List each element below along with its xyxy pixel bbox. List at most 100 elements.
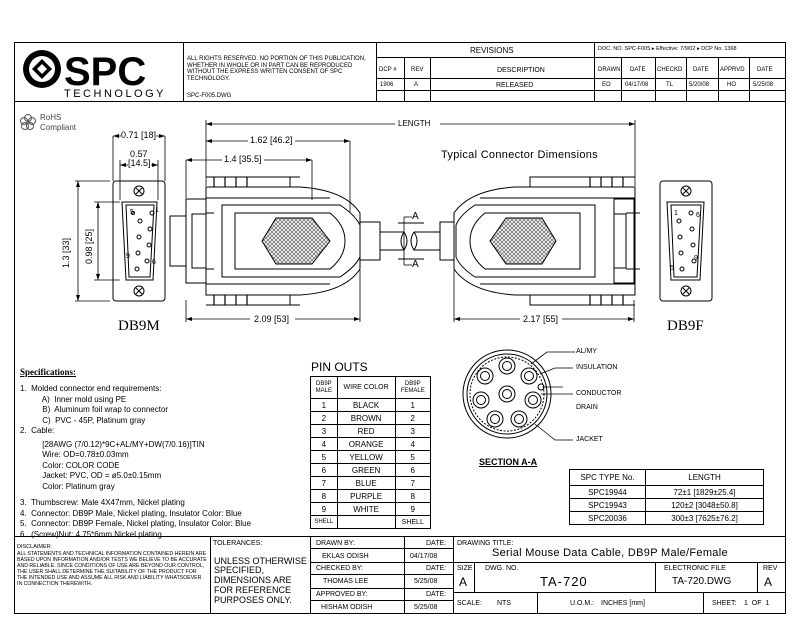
doc-meta: DOC. NO. SPC-F005 ▸ Effective: 7/9/02 ▸ …: [598, 46, 737, 52]
callout-al-my: AL/MY: [576, 348, 598, 355]
tolerances-line: PURPOSES ONLY.: [214, 595, 292, 605]
db9m-side-view: [169, 176, 381, 306]
dim-length: LENGTH: [398, 119, 431, 128]
rohs-compliant: Compliant: [40, 123, 77, 132]
electronic-file-label: ELECTRONIC FILE: [664, 565, 726, 572]
dimension-arrows: [76, 122, 635, 321]
title-block-divider: [14, 101, 786, 102]
spec-line: B) Aluminum foil wrap to connector: [20, 405, 169, 414]
dim-14: 1.4 [35.5]: [222, 154, 264, 164]
rev-header-date: DATE: [630, 67, 646, 73]
rev-drawn: EO: [602, 82, 611, 88]
callout-insulation: INSULATION: [576, 364, 618, 371]
electronic-file: TA-720.DWG: [672, 576, 732, 587]
pin-female: 7: [394, 476, 432, 490]
callout-drain: DRAIN: [576, 404, 598, 411]
spec-line: Jacket: PVC, OD = ø5.0±0.15mm: [20, 471, 162, 480]
pin-male: 9: [310, 502, 338, 516]
db9m-pin-6: 6: [152, 259, 156, 266]
wire-color: PURPLE: [336, 489, 396, 503]
size-value: A: [459, 575, 468, 589]
rev-header-dcp: DCP #: [379, 67, 397, 73]
scale-label: SCALE:: [457, 600, 482, 607]
spec-line: 2. Cable:: [20, 426, 55, 435]
dim-209: 2.09 [53]: [254, 314, 290, 324]
dim-162: 1.62 [46.2]: [248, 135, 295, 145]
spec-line: 5. Connector: DB9P Female, Nickel platin…: [20, 519, 252, 528]
tolerances-line: DIMENSIONS ARE: [214, 575, 292, 585]
dim-057: 0.57: [130, 149, 148, 159]
dim-145: [14.5]: [128, 158, 151, 168]
db9f-pin-5: 5: [670, 265, 674, 272]
spec-line: 4. Connector: DB9P Male, Nickel plating,…: [20, 508, 242, 518]
tolerances-title: TOLERANCES:: [213, 540, 263, 547]
spec-line: A) Inner mold using PE: [20, 394, 127, 404]
drawing-title: Serial Mouse Data Cable, DB9P Male/Femal…: [492, 547, 728, 559]
bottom-block-divider: [14, 536, 786, 537]
rohs-leaf-icon: [20, 114, 36, 130]
tolerances-line: SPECIFIED,: [214, 565, 265, 575]
spec-line: [28AWG (7/0.12)*9C+AL/MY+DW(7/0.16)]TIN: [20, 439, 205, 449]
pin-male: 4: [310, 437, 338, 451]
callout-conductor: CONDUCTOR: [576, 390, 622, 397]
wire-color: ORANGE: [336, 437, 396, 451]
length-value: 72±1 [1829±25.4]: [645, 485, 764, 499]
wire-color: RED: [336, 424, 396, 438]
label-db9f: DB9F: [667, 318, 704, 334]
rev-header-approved: APPRVD: [720, 67, 745, 73]
pin-female: 6: [394, 463, 432, 477]
approved-date: 5/25/08: [414, 604, 438, 611]
rev-approved: HO: [727, 82, 736, 88]
date-label: DATE:: [426, 565, 447, 572]
drawn-name: EKLAS ODISH: [322, 553, 369, 560]
approved-by-label: APPROVED BY:: [316, 591, 368, 598]
pin-female: 2: [394, 411, 432, 425]
pin-female: 4: [394, 437, 432, 451]
checked-date: 5/25/08: [414, 578, 438, 585]
rev-checked: TL: [666, 82, 674, 88]
length-value: 120±2 [3048±50.8]: [645, 498, 764, 512]
db9f-pin-1: 1: [674, 210, 678, 217]
form-number: SPC-F005.DWG: [187, 93, 232, 99]
company-tagline: TECHNOLOGY: [64, 88, 166, 99]
db9m-end-view: [112, 180, 166, 302]
wire-color: BROWN: [336, 411, 396, 425]
dwg-no: TA-720: [540, 574, 588, 589]
rev-header-date-3: DATE: [757, 67, 773, 73]
section-aa-drawing: [462, 349, 575, 441]
section-mark-a-bottom: A: [412, 259, 419, 270]
disclaimer-text: ALL STATEMENTS AND TECHNICAL INFORMATION…: [17, 551, 207, 587]
dwg-no-label: DWG. NO.: [485, 565, 519, 572]
sheet-label: SHEET:: [712, 600, 737, 607]
date-label: DATE:: [426, 591, 447, 598]
rohs-label: RoHS: [40, 113, 62, 122]
scale-value: NTS: [497, 600, 511, 607]
specs-list: 1. Molded connector end requirements: A)…: [20, 384, 251, 540]
rev-value: A: [764, 575, 773, 589]
spec-line: Color: COLOR CODE: [20, 460, 120, 470]
pin-female: 5: [394, 450, 432, 464]
pin-male: 3: [310, 424, 338, 438]
wire-color: YELLOW: [336, 450, 396, 464]
pin-female: 9: [394, 502, 432, 516]
pin-male: 1: [310, 398, 338, 412]
spec-line: C) PVC - 45P, Platinum gray: [20, 415, 146, 425]
pin-male: SHELL: [310, 515, 338, 529]
db9f-side-view: [439, 176, 640, 306]
spec-line: 3. Thumbscrew: Male 4X47mm, Nickel plati…: [20, 498, 185, 507]
uom-value: INCHES [mm]: [601, 600, 645, 607]
drawing-heading: Typical Connector Dimensions: [441, 149, 598, 161]
dim-217: 2.17 [55]: [523, 314, 559, 324]
type-no: SPC20036: [569, 511, 646, 525]
wire-color: GREEN: [336, 463, 396, 477]
pin-male: 7: [310, 476, 338, 490]
pin-male: 2: [310, 411, 338, 425]
